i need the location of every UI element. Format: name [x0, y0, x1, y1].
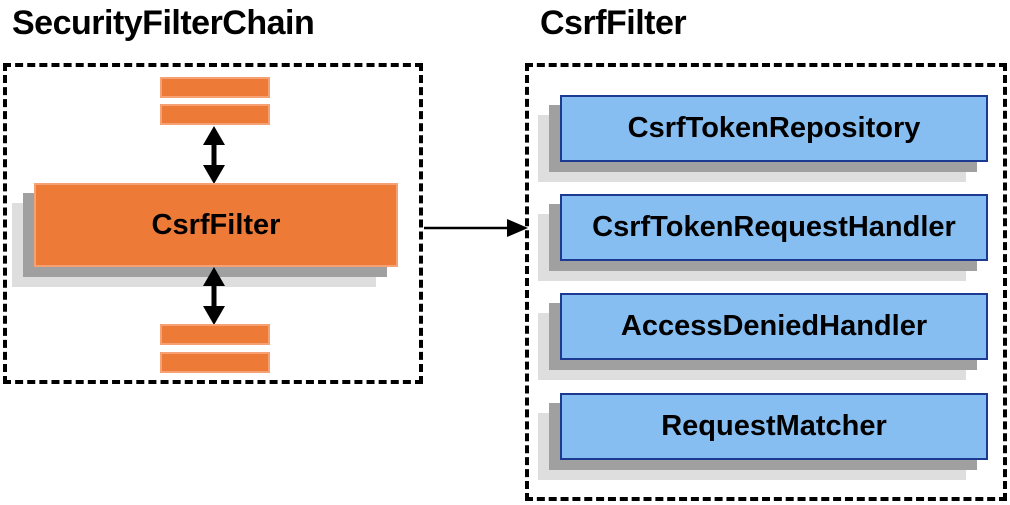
csrf-filter-panel: CsrfTokenRepository CsrfTokenRequestHand…: [525, 63, 1007, 501]
request-matcher-label: RequestMatcher: [661, 410, 887, 442]
filter-placeholder-bar: [160, 352, 270, 373]
request-matcher-box: RequestMatcher: [560, 393, 988, 460]
double-arrow-icon-bottom: [203, 267, 225, 325]
csrf-token-repository-label: CsrfTokenRepository: [627, 112, 921, 144]
access-denied-handler-label: AccessDeniedHandler: [620, 310, 928, 342]
security-filter-chain-panel: CsrfFilter: [3, 63, 423, 384]
filter-placeholder-bar: [160, 324, 270, 345]
csrf-token-request-handler-box: CsrfTokenRequestHandler: [560, 194, 988, 261]
flow-arrow-icon: [424, 219, 528, 237]
csrf-filter-box: CsrfFilter: [34, 183, 398, 267]
csrf-token-repository-box: CsrfTokenRepository: [560, 95, 988, 162]
csrf-filter-box-label: CsrfFilter: [151, 208, 281, 241]
filter-placeholder-bar: [160, 77, 270, 98]
access-denied-handler-box: AccessDeniedHandler: [560, 293, 988, 360]
security-filter-chain-title: SecurityFilterChain: [12, 4, 315, 42]
filter-placeholder-bar: [160, 104, 270, 125]
csrf-token-request-handler-label: CsrfTokenRequestHandler: [592, 211, 956, 243]
double-arrow-icon-top: [203, 126, 225, 184]
csrf-filter-title: CsrfFilter: [540, 4, 687, 42]
